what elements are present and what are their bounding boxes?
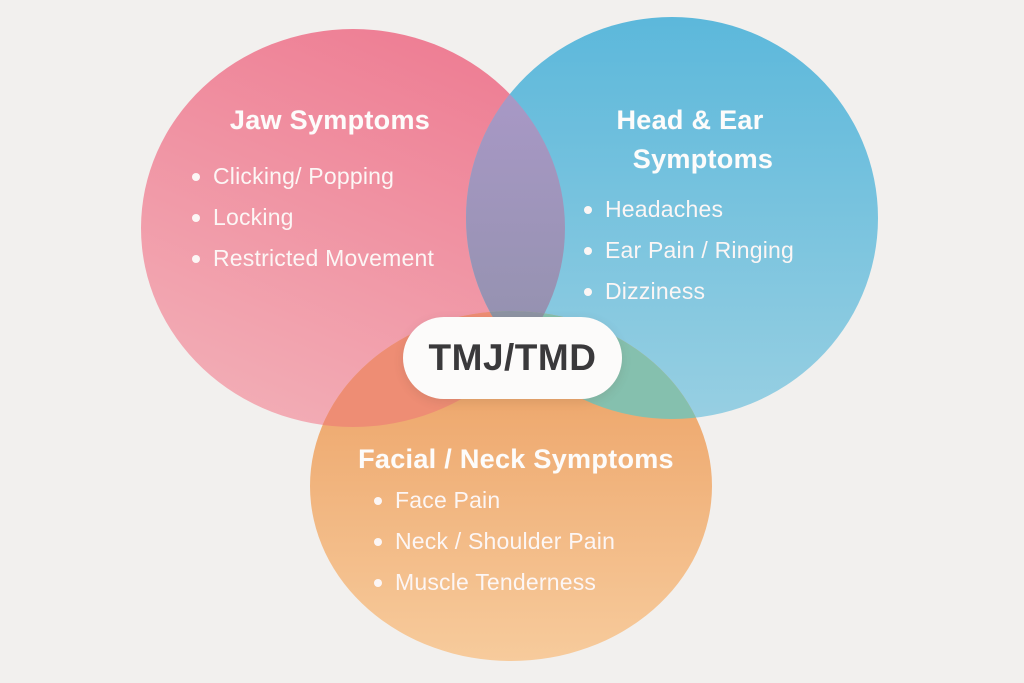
- list-item: Restricted Movement: [192, 238, 434, 279]
- list-item-label: Restricted Movement: [213, 245, 435, 271]
- head-ear-symptoms-list: Headaches Ear Pain / Ringing Dizziness: [584, 189, 794, 312]
- list-item: Locking: [192, 197, 434, 238]
- bullet-icon: [374, 537, 382, 546]
- list-item: Muscle Tenderness: [374, 562, 615, 603]
- list-item-label: Face Pain: [395, 487, 501, 513]
- list-item: Face Pain: [374, 480, 615, 521]
- tmj-tmd-center-label: TMJ/TMD: [403, 317, 622, 399]
- head-facial-overlap: [466, 311, 712, 419]
- bullet-icon: [192, 172, 200, 181]
- jaw-symptoms-list: Clicking/ Popping Locking Restricted Mov…: [192, 156, 434, 279]
- jaw-symptoms-title: Jaw Symptoms: [229, 105, 431, 135]
- list-item-label: Ear Pain / Ringing: [605, 237, 794, 263]
- bullet-icon: [584, 205, 592, 214]
- bullet-icon: [374, 496, 382, 505]
- bullet-icon: [584, 287, 592, 296]
- list-item: Neck / Shoulder Pain: [374, 521, 615, 562]
- jaw-facial-overlap: [310, 311, 565, 427]
- head-ear-title-line1: Head & Ear: [616, 105, 764, 135]
- list-item: Dizziness: [584, 271, 794, 312]
- list-item: Headaches: [584, 189, 794, 230]
- list-item-label: Dizziness: [605, 278, 706, 304]
- bullet-icon: [374, 578, 382, 587]
- bullet-icon: [584, 246, 592, 255]
- facial-neck-symptoms-list: Face Pain Neck / Shoulder Pain Muscle Te…: [374, 480, 615, 603]
- head-ear-symptoms-title: Head & Ear Symptoms: [572, 101, 808, 179]
- tmj-tmd-text: TMJ/TMD: [428, 337, 597, 378]
- list-item-label: Neck / Shoulder Pain: [395, 528, 616, 554]
- list-item-label: Locking: [213, 204, 294, 230]
- list-item: Ear Pain / Ringing: [584, 230, 794, 271]
- bullet-icon: [192, 254, 200, 263]
- facial-neck-symptoms-title: Facial / Neck Symptoms: [358, 444, 674, 474]
- list-item-label: Clicking/ Popping: [213, 163, 395, 189]
- head-ear-title-line2: Symptoms: [632, 144, 774, 174]
- list-item: Clicking/ Popping: [192, 156, 434, 197]
- list-item-label: Muscle Tenderness: [395, 569, 597, 595]
- list-item-label: Headaches: [605, 196, 724, 222]
- bullet-icon: [192, 213, 200, 222]
